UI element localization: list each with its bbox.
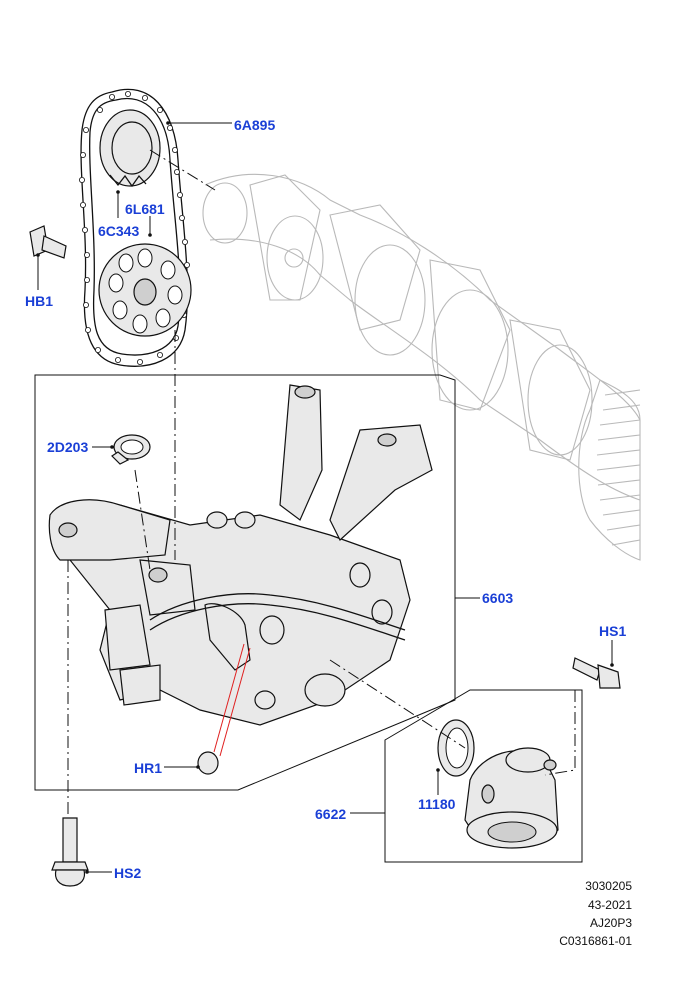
assembly-frame-6622	[384, 689, 583, 863]
bolt-hs2	[51, 817, 89, 887]
bolt-hb1	[29, 225, 67, 259]
timing-chain	[79, 88, 190, 367]
callout-2d203: 2D203	[47, 439, 88, 455]
oil-pump-sprocket	[98, 243, 192, 337]
leader-lines	[36, 121, 614, 874]
seal-2d203	[111, 434, 151, 465]
oil-pump-body	[48, 384, 433, 726]
callout-6622: 6622	[315, 806, 346, 822]
outlet-elbow	[464, 747, 559, 849]
crankshaft-ghost	[202, 173, 641, 561]
callout-labels: 6A895 6L681 6C343 HB1 2D203 6603 HS1 HR1…	[25, 117, 626, 881]
assembly-frame-6603	[34, 374, 456, 791]
reference-block: 3030205 43-2021 AJ20P3 C0316861-01	[559, 879, 632, 948]
callout-6l681: 6L681	[125, 201, 165, 217]
o-ring-hr1	[197, 751, 219, 775]
reference-line-4: C0316861-01	[559, 934, 632, 948]
callout-hs1: HS1	[599, 623, 626, 639]
bolt-hs1	[572, 657, 621, 689]
reference-line-3: AJ20P3	[590, 916, 632, 930]
crankshaft-sprocket	[99, 109, 161, 188]
callout-hb1: HB1	[25, 293, 53, 309]
gasket-11180	[437, 719, 475, 777]
callout-6603: 6603	[482, 590, 513, 606]
callout-6c343: 6C343	[98, 223, 139, 239]
alignment-lines	[67, 149, 576, 815]
highlight-lines	[213, 643, 251, 757]
callout-hr1: HR1	[134, 760, 162, 776]
callout-hs2: HS2	[114, 865, 141, 881]
callout-11180: 11180	[418, 796, 456, 812]
reference-line-2: 43-2021	[588, 898, 632, 912]
reference-line-1: 3030205	[585, 879, 632, 893]
callout-6a895: 6A895	[234, 117, 275, 133]
